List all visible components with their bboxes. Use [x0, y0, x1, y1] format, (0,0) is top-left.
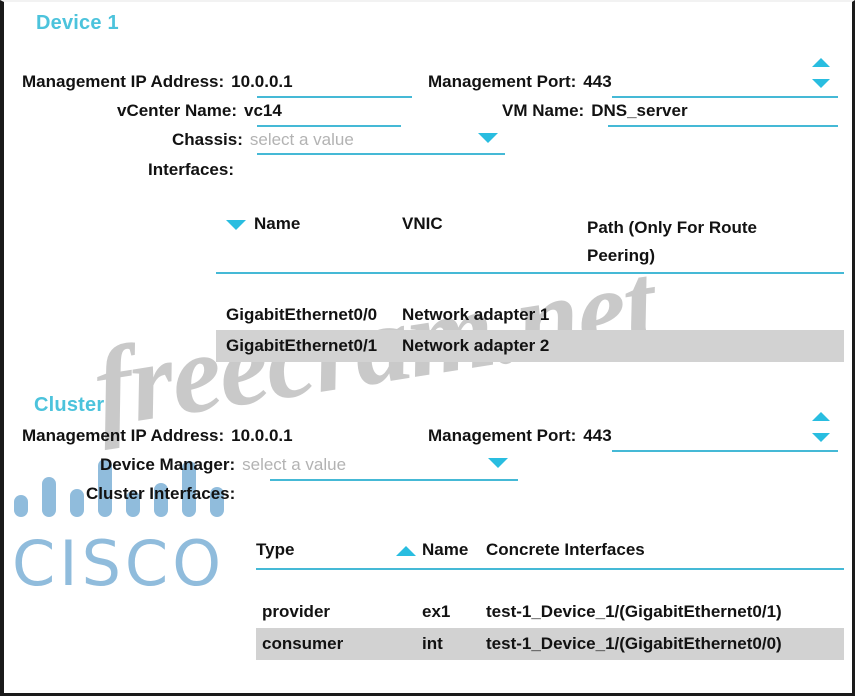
- cluster-management-ip-row: Management IP Address: 10.0.0.1: [22, 426, 293, 446]
- cluster-management-port-label: Management Port:: [428, 426, 577, 445]
- stepper-up-icon[interactable]: [812, 412, 830, 421]
- cluster-interfaces-table-header: Type Name Concrete Interfaces: [256, 540, 844, 568]
- cluster-interfaces-table: Type Name Concrete Interfaces provider e…: [256, 540, 844, 660]
- cluster-device-manager-label: Device Manager:: [100, 455, 236, 474]
- device-management-port-row: Management Port: 443: [428, 72, 612, 92]
- device-interfaces-label: Interfaces:: [148, 160, 234, 179]
- device-vcenter-name-value[interactable]: vc14: [244, 101, 282, 120]
- device-management-port-stepper[interactable]: [812, 58, 830, 88]
- table-row[interactable]: GigabitEthernet0/0 Network adapter 1: [216, 300, 844, 330]
- device-vm-name-label: VM Name:: [502, 101, 585, 120]
- device-management-ip-label: Management IP Address:: [22, 72, 225, 91]
- column-header-vnic-label: VNIC: [402, 214, 443, 233]
- column-header-path[interactable]: Path (Only For Route Peering): [587, 214, 802, 272]
- stepper-down-icon[interactable]: [812, 433, 830, 442]
- cluster-management-port-value[interactable]: 443: [583, 426, 612, 445]
- device-chassis-underline: [257, 153, 505, 155]
- cell-type: provider: [262, 602, 331, 621]
- cluster-management-port-row: Management Port: 443: [428, 426, 612, 446]
- device-vm-name-underline: [608, 125, 838, 127]
- cluster-management-port-underline: [612, 450, 838, 452]
- sort-chevron-down-icon[interactable]: [226, 220, 246, 230]
- device-vcenter-name-row: vCenter Name: vc14: [117, 101, 282, 121]
- cluster-management-ip-label: Management IP Address:: [22, 426, 225, 445]
- column-header-name-label: Name: [422, 540, 469, 559]
- device-interfaces-table: Name VNIC Path (Only For Route Peering) …: [216, 214, 844, 362]
- cisco-wordmark-watermark: CISCO: [12, 527, 226, 600]
- table-row[interactable]: consumer int test-1_Device_1/(GigabitEth…: [256, 628, 844, 660]
- device-chassis-value[interactable]: select a value: [249, 130, 354, 149]
- cell-name: GigabitEthernet0/0: [226, 305, 378, 324]
- cell-name: GigabitEthernet0/1: [226, 336, 378, 355]
- column-header-name[interactable]: Name: [396, 540, 486, 568]
- stepper-up-icon[interactable]: [812, 58, 830, 67]
- device-management-port-label: Management Port:: [428, 72, 577, 91]
- device-management-ip-value[interactable]: 10.0.0.1: [231, 72, 293, 91]
- device-interfaces-row: Interfaces:: [148, 160, 234, 180]
- column-header-concrete-interfaces-label: Concrete Interfaces: [486, 540, 645, 559]
- device-management-port-value[interactable]: 443: [583, 72, 612, 91]
- cell-type: consumer: [262, 634, 344, 653]
- device-management-ip-underline: [257, 96, 412, 98]
- device-chassis-label: Chassis:: [172, 130, 243, 149]
- device-vcenter-name-underline: [257, 125, 401, 127]
- device-interfaces-table-rule: [216, 272, 844, 274]
- column-header-path-label: Path (Only For Route Peering): [587, 218, 757, 265]
- sort-chevron-up-icon[interactable]: [396, 546, 416, 556]
- device-management-port-underline: [612, 96, 838, 98]
- device-section-title: Device 1: [36, 12, 119, 34]
- cluster-management-port-stepper[interactable]: [812, 412, 830, 442]
- cluster-interfaces-table-rule: [256, 568, 844, 570]
- column-header-concrete-interfaces[interactable]: Concrete Interfaces: [486, 540, 816, 568]
- device-interfaces-table-header: Name VNIC Path (Only For Route Peering): [216, 214, 844, 272]
- chevron-down-icon[interactable]: [488, 458, 508, 468]
- table-row[interactable]: GigabitEthernet0/1 Network adapter 2: [216, 330, 844, 362]
- cluster-management-ip-value[interactable]: 10.0.0.1: [231, 426, 293, 445]
- cell-vnic: Network adapter 2: [402, 336, 550, 355]
- device-management-ip-row: Management IP Address: 10.0.0.1: [22, 72, 293, 92]
- cell-name: int: [422, 634, 443, 653]
- device-chassis-row: Chassis: select a value: [172, 130, 354, 150]
- cell-vnic: Network adapter 1: [402, 305, 550, 324]
- column-header-name-label: Name: [254, 214, 301, 233]
- cell-concrete-interfaces: test-1_Device_1/(GigabitEthernet0/1): [486, 602, 782, 621]
- device-vm-name-row: VM Name: DNS_server: [502, 101, 688, 121]
- cell-concrete-interfaces: test-1_Device_1/(GigabitEthernet0/0): [486, 634, 782, 653]
- column-header-name[interactable]: Name: [216, 214, 402, 272]
- cluster-device-manager-underline: [270, 479, 518, 481]
- cluster-interfaces-label: Cluster Interfaces:: [86, 484, 236, 503]
- cluster-interfaces-row: Cluster Interfaces:: [86, 484, 235, 504]
- chevron-down-icon[interactable]: [478, 133, 498, 143]
- stepper-down-icon[interactable]: [812, 79, 830, 88]
- cluster-device-manager-row: Device Manager: select a value: [100, 455, 346, 475]
- device-vcenter-name-label: vCenter Name:: [117, 101, 237, 120]
- cluster-device-manager-value[interactable]: select a value: [242, 455, 347, 474]
- column-header-type-label: Type: [256, 540, 295, 559]
- cluster-section-title: Cluster: [34, 394, 105, 416]
- column-header-type[interactable]: Type: [256, 540, 396, 568]
- device-vm-name-value[interactable]: DNS_server: [591, 101, 688, 120]
- table-row[interactable]: provider ex1 test-1_Device_1/(GigabitEth…: [256, 596, 844, 628]
- cell-name: ex1: [422, 602, 451, 621]
- column-header-vnic[interactable]: VNIC: [402, 214, 587, 272]
